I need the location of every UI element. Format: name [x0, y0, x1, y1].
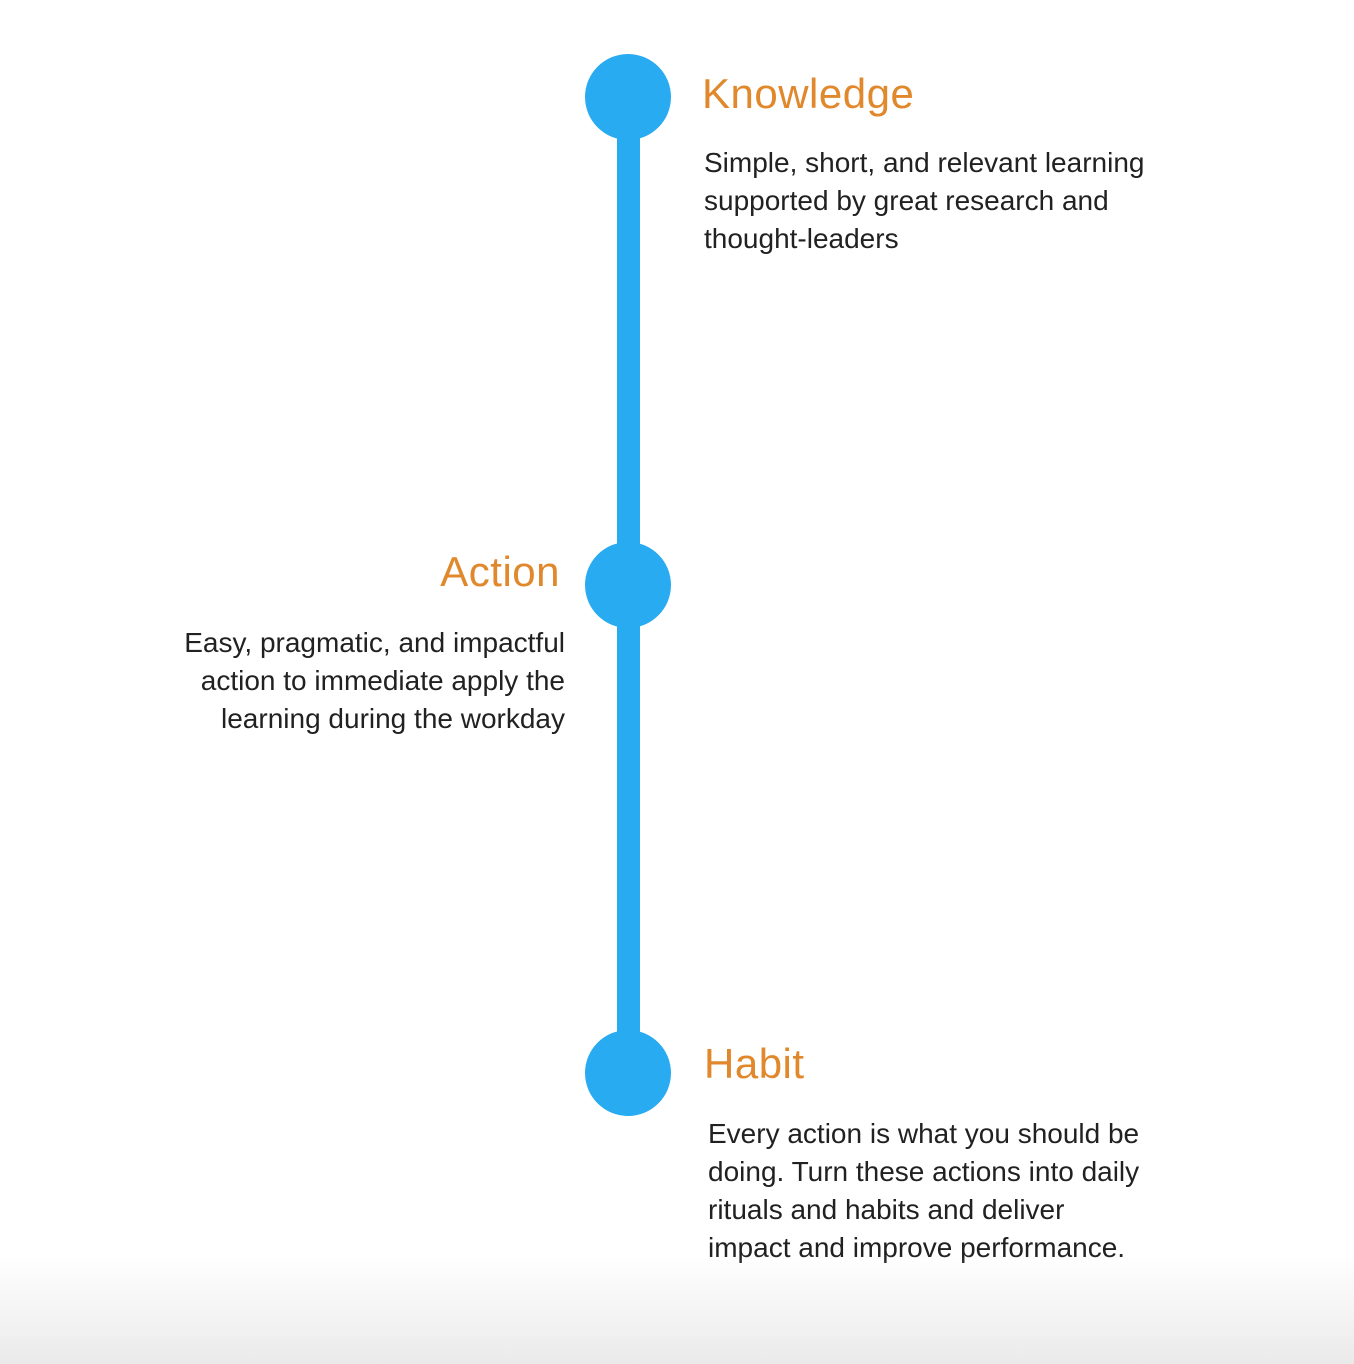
habit-title: Habit — [704, 1040, 805, 1087]
action-title: Action — [440, 548, 560, 595]
habit-description: Every action is what you should be doing… — [708, 1118, 1140, 1263]
timeline-node-action-dot — [585, 542, 671, 628]
bottom-gradient-fade — [0, 1254, 1354, 1364]
knowledge-title: Knowledge — [702, 70, 915, 117]
timeline-node-habit-dot — [585, 1030, 671, 1116]
action-description: Easy, pragmatic, and impactful action to… — [184, 627, 565, 734]
timeline-node-knowledge-dot — [585, 54, 671, 140]
knowledge-description: Simple, short, and relevant learning sup… — [704, 147, 1145, 254]
